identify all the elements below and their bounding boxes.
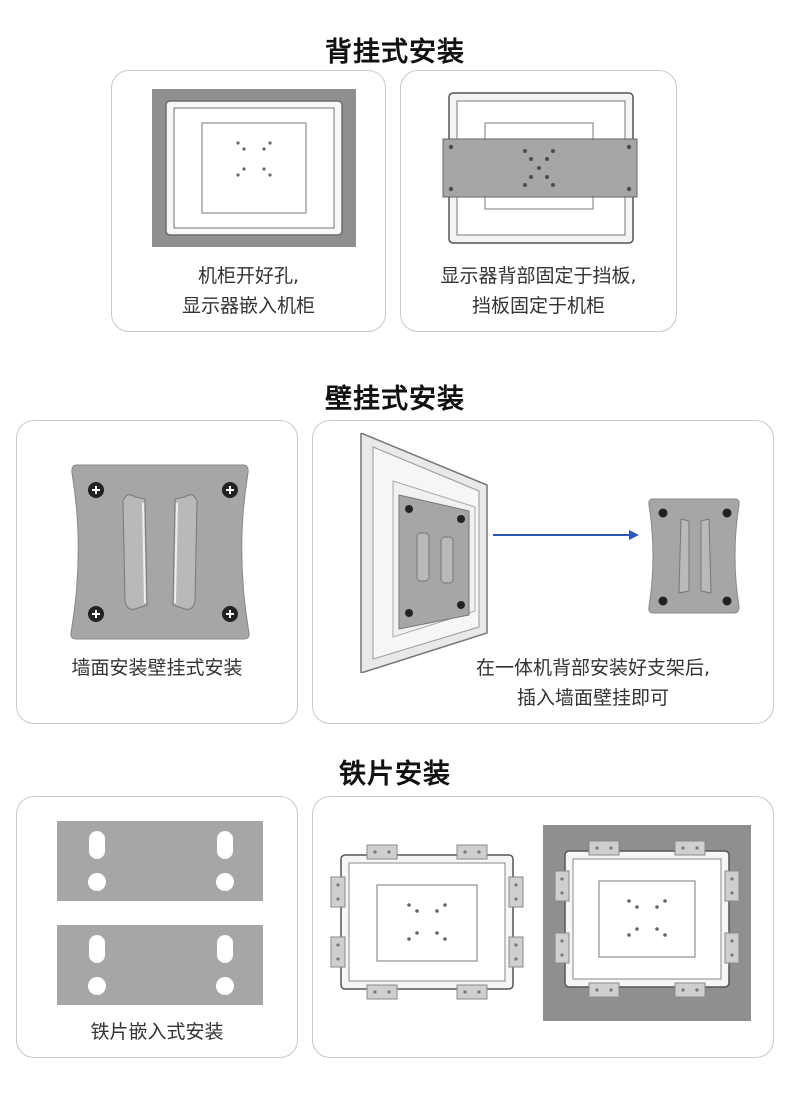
card-caption: 在一体机背部安装好支架后, 插入墙面壁挂即可 <box>413 653 773 713</box>
card-caption: 机柜开好孔, 显示器嵌入机柜 <box>112 261 385 321</box>
caption-line: 显示器嵌入机柜 <box>181 295 315 317</box>
card-caption: 铁片嵌入式安装 <box>17 1017 297 1047</box>
caption-line: 墙面安装壁挂式安装 <box>71 657 243 679</box>
card-iron-plate: 铁片嵌入式安装 <box>16 796 298 1058</box>
card-caption: 显示器背部固定于挡板, 挡板固定于机柜 <box>401 261 676 321</box>
card-plate-mount-views <box>312 796 774 1058</box>
card-cabinet-embed: 机柜开好孔, 显示器嵌入机柜 <box>111 70 386 332</box>
card-caption: 墙面安装壁挂式安装 <box>17 653 297 683</box>
section-title-wall-mount: 壁挂式安装 <box>325 384 465 415</box>
section-title-back-mount: 背挂式安装 <box>325 37 465 68</box>
wall-hang-illustration <box>357 433 757 673</box>
caption-line: 在一体机背部安装好支架后, <box>475 657 711 679</box>
card-wall-hang: 在一体机背部安装好支架后, 插入墙面壁挂即可 <box>312 420 774 724</box>
section-title-plate-mount: 铁片安装 <box>339 759 451 790</box>
plate-mount-front-illustration <box>329 841 525 1003</box>
caption-line: 挡板固定于机柜 <box>471 295 605 317</box>
caption-line: 铁片嵌入式安装 <box>90 1021 224 1043</box>
wall-bracket-illustration <box>65 461 255 643</box>
card-wall-bracket: 墙面安装壁挂式安装 <box>16 420 298 724</box>
cabinet-embed-illustration <box>152 89 356 247</box>
card-bracket-plate: 显示器背部固定于挡板, 挡板固定于机柜 <box>400 70 677 332</box>
plate-mount-cabinet-illustration <box>543 825 751 1021</box>
caption-line: 显示器背部固定于挡板, <box>440 265 637 287</box>
iron-plates-illustration <box>55 821 265 1007</box>
caption-line: 机柜开好孔, <box>197 265 300 287</box>
bracket-plate-illustration <box>439 89 641 247</box>
caption-line: 插入墙面壁挂即可 <box>516 687 669 709</box>
